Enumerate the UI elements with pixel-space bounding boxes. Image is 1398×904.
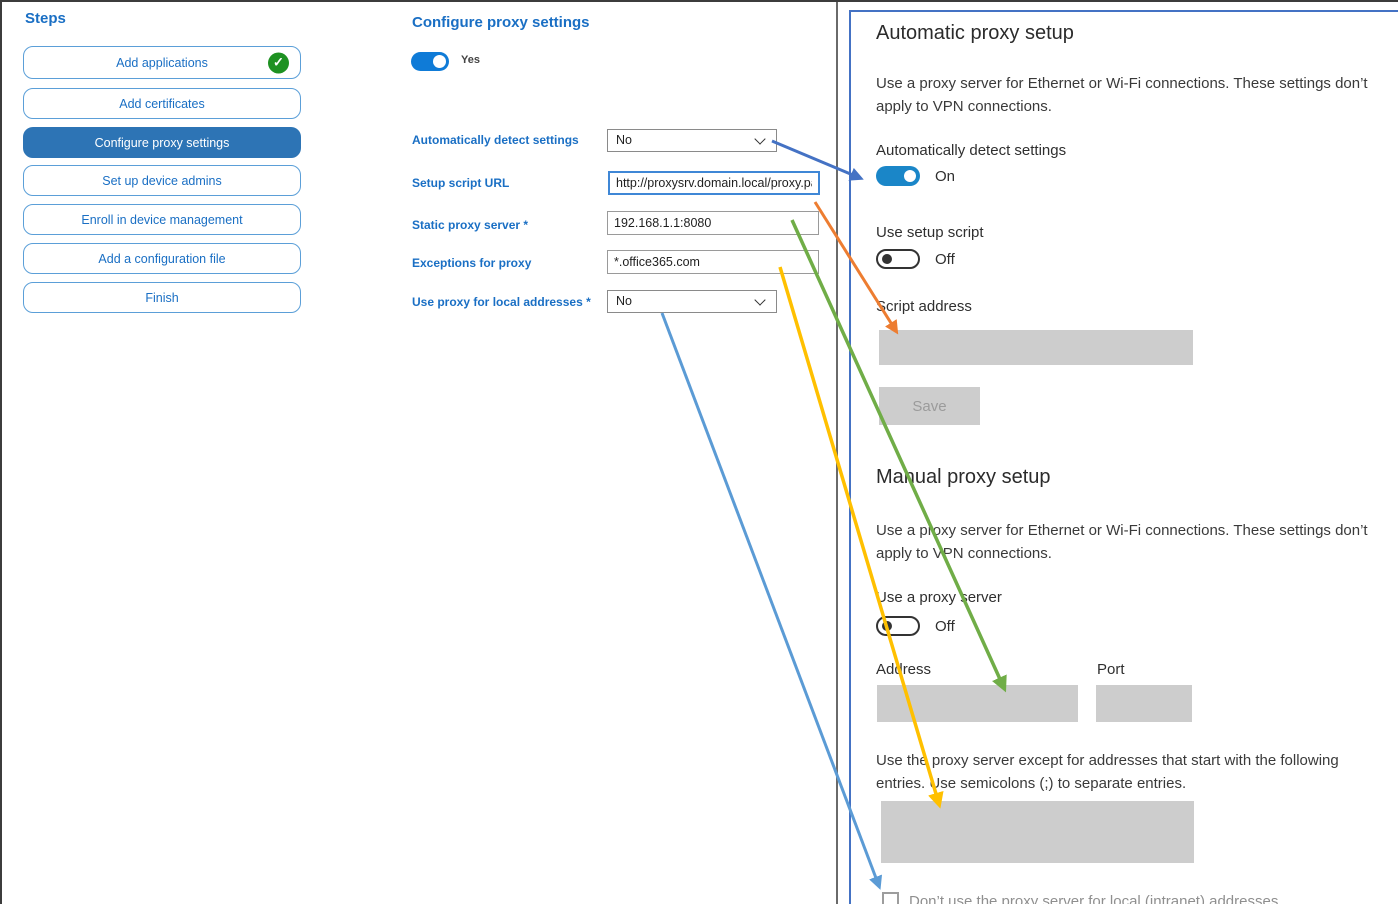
step-label: Set up device admins [102,173,222,188]
step-enroll-in-device-management[interactable]: Enroll in device management [23,204,301,235]
use-proxy-server-state: Off [935,618,955,635]
label-use-proxy-for-local-addresses: Use proxy for local addresses * [412,295,591,309]
use-setup-script-label: Use setup script [876,224,984,241]
step-label: Add applications [116,55,208,70]
step-finish[interactable]: Finish [23,282,301,313]
script-address-input[interactable] [879,330,1193,365]
step-add-applications[interactable]: Add applications ✓ [23,46,301,79]
form-title: Configure proxy settings [412,14,590,31]
step-add-certificates[interactable]: Add certificates [23,88,301,119]
use-proxy-server-toggle[interactable] [876,616,920,636]
configure-proxy-toggle[interactable] [411,52,449,71]
label-static-proxy-server: Static proxy server * [412,218,529,232]
dropdown-value: No [616,294,632,308]
chevron-down-icon [754,294,766,306]
step-label: Add certificates [119,96,205,111]
windows-proxy-settings-panel: Automatic proxy setup Use a proxy server… [849,10,1398,904]
configure-proxy-toggle-state: Yes [461,54,480,66]
use-proxy-server-label: Use a proxy server [876,589,1002,606]
toggle-knob [433,55,446,68]
step-label: Enroll in device management [81,212,243,227]
script-address-label: Script address [876,298,972,315]
window-divider [836,2,838,904]
input-static-proxy-server[interactable] [607,211,819,235]
dropdown-use-proxy-for-local-addresses[interactable]: No [607,290,777,313]
step-add-a-configuration-file[interactable]: Add a configuration file [23,243,301,274]
step-label: Add a configuration file [98,251,226,266]
check-icon: ✓ [268,52,289,73]
detect-settings-label: Automatically detect settings [876,142,1067,159]
step-configure-proxy-settings[interactable]: Configure proxy settings [23,127,301,158]
local-addresses-checkbox[interactable] [882,892,899,904]
step-label: Finish [145,290,179,305]
detect-settings-toggle[interactable] [876,166,920,186]
toggle-knob [904,170,916,182]
address-input[interactable] [877,685,1078,722]
label-automatically-detect-settings: Automatically detect settings [412,133,579,147]
proxy-exceptions-description: Use the proxy server except for addresse… [876,752,1339,792]
steps-title: Steps [25,10,66,27]
use-setup-script-state: Off [935,251,955,268]
use-setup-script-toggle[interactable] [876,249,920,269]
dropdown-automatically-detect-settings[interactable]: No [607,129,777,152]
proxy-exceptions-textarea[interactable] [881,801,1194,863]
toggle-knob [882,621,892,631]
chevron-down-icon [754,133,766,145]
manual-proxy-description: Use a proxy server for Ethernet or Wi-Fi… [876,522,1368,562]
address-label: Address [876,661,932,678]
port-input[interactable] [1096,685,1192,722]
port-label: Port [1097,661,1125,678]
label-exceptions-for-proxy: Exceptions for proxy [412,256,532,270]
input-exceptions-for-proxy[interactable] [607,250,819,274]
automatic-proxy-description: Use a proxy server for Ethernet or Wi-Fi… [876,75,1368,115]
save-button[interactable]: Save [879,387,980,425]
arrow-local-checkbox [660,312,883,890]
local-addresses-checkbox-label: Don’t use the proxy server for local (in… [909,893,1279,904]
step-set-up-device-admins[interactable]: Set up device admins [23,165,301,196]
label-setup-script-url: Setup script URL [412,176,510,190]
step-label: Configure proxy settings [94,135,230,150]
dropdown-value: No [616,133,632,147]
manual-proxy-setup-title: Manual proxy setup [876,466,1051,488]
detect-settings-state: On [935,168,956,185]
automatic-proxy-setup-title: Automatic proxy setup [876,22,1074,44]
toggle-knob [882,254,892,264]
input-setup-script-url[interactable] [608,171,820,195]
